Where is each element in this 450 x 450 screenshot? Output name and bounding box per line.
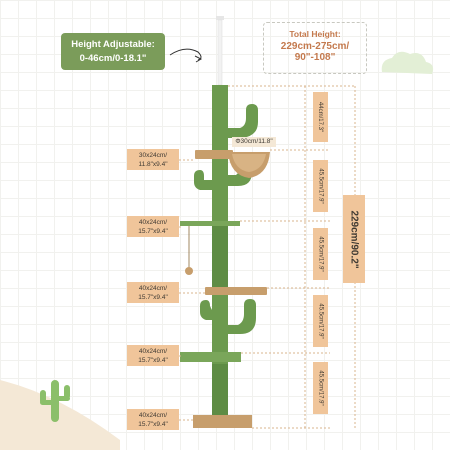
base-platform — [193, 415, 252, 428]
arrow-icon — [169, 48, 202, 61]
total-height-vertical-text: 229cm/90.2" — [348, 209, 360, 269]
segment-height-label: 45.5cm/17.9" — [313, 295, 328, 347]
platform-size-label: 40x24cm/ 15.7"x9.4" — [127, 282, 179, 303]
platform-size-line: 15.7"x9.4" — [138, 356, 168, 364]
toy-ball-icon — [185, 267, 193, 275]
segment-height-text: 45.5cm/17.9" — [317, 168, 324, 204]
total-height-line2: 90"-108" — [294, 52, 336, 63]
cloud-icon — [381, 51, 434, 74]
diameter-label: Φ30cm/11.8" — [232, 137, 276, 147]
total-height-box: Total Height: 229cm-275cm/ 90"-108" — [263, 22, 367, 74]
segment-height-label: 45.5cm/17.9" — [313, 362, 328, 414]
total-height-line1: 229cm-275cm/ — [280, 41, 350, 52]
height-adjustable-title: Height Adjustable: — [71, 38, 155, 50]
height-adjustable-callout: Height Adjustable: 0-46cm/0-18.1" — [61, 33, 165, 70]
label-leader-lines — [179, 159, 205, 421]
segment-height-label: 44cm/17.3" — [313, 92, 328, 142]
platform-size-line: 40x24cm/ — [138, 347, 168, 355]
platform-size-label: 30x24cm/ 11.8"x9.4" — [127, 149, 179, 170]
platform-2 — [180, 221, 240, 226]
platform-size-line: 15.7"x9.4" — [138, 420, 168, 428]
segment-height-label: 45.5cm/17.9" — [313, 160, 328, 212]
platform-4 — [180, 352, 241, 362]
telescoping-pole — [217, 19, 223, 86]
platform-size-line: 30x24cm/ — [138, 151, 168, 159]
height-adjustable-value: 0-46cm/0-18.1" — [79, 52, 147, 64]
platform-size-line: 11.8"x9.4" — [138, 160, 168, 168]
platform-size-label: 40x24cm/ 15.7"x9.4" — [127, 409, 179, 430]
platform-size-label: 40x24cm/ 15.7"x9.4" — [127, 345, 179, 366]
platform-3 — [205, 287, 267, 295]
sand-hill — [0, 380, 120, 450]
platform-size-line: 15.7"x9.4" — [138, 227, 168, 235]
measurement-lines — [228, 85, 356, 429]
segment-height-text: 45.5cm/17.9" — [317, 236, 324, 272]
platform-1 — [195, 150, 233, 159]
total-height-vertical-label: 229cm/90.2" — [343, 195, 365, 283]
segment-height-text: 45.5cm/17.9" — [317, 303, 324, 339]
total-height-title: Total Height: — [289, 29, 341, 39]
segment-height-text: 44cm/17.3" — [317, 101, 324, 133]
platform-size-line: 15.7"x9.4" — [138, 293, 168, 301]
platform-size-line: 40x24cm/ — [138, 218, 168, 226]
platform-size-line: 40x24cm/ — [138, 411, 168, 419]
small-cactus-icon — [40, 380, 70, 422]
segment-height-label: 45.5cm/17.9" — [313, 228, 328, 280]
platform-size-label: 40x24cm/ 15.7"x9.4" — [127, 216, 179, 237]
segment-height-text: 45.5cm/17.9" — [317, 370, 324, 406]
platform-size-line: 40x24cm/ — [138, 284, 168, 292]
